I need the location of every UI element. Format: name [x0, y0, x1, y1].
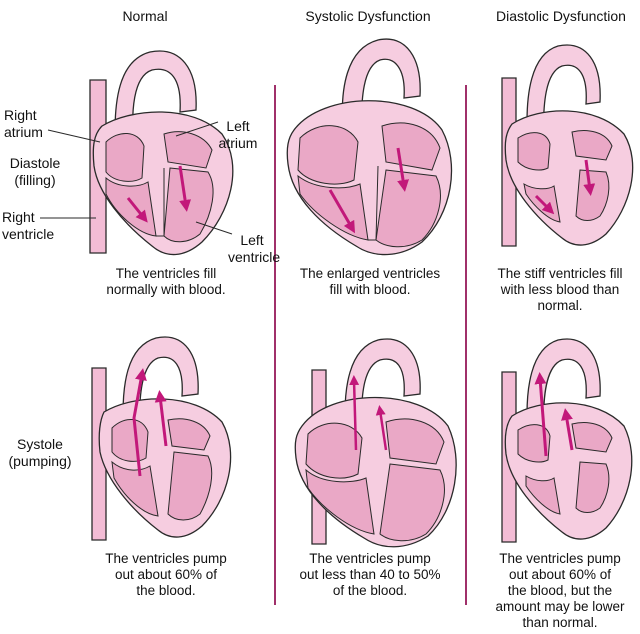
heart-systolic-systole: [294, 338, 457, 548]
caption-systolic-pump: The ventricles pump out less than 40 to …: [299, 551, 441, 598]
column-title-diastolic: Diastolic Dysfunction: [496, 8, 626, 24]
column-title-systolic: Systolic Dysfunction: [305, 8, 431, 24]
column-divider-2: [465, 85, 467, 605]
heart-normal-systole: [91, 336, 232, 541]
caption-normal-fill: The ventricles fill normally with blood.: [106, 266, 226, 297]
heart-diastolic-systole: [501, 338, 633, 543]
caption-normal-pump: The ventricles pump out about 60% of the…: [105, 551, 227, 598]
label-left-atrium: Left atrium: [218, 118, 258, 151]
caption-diastolic-pump: The ventricles pump out about 60% of the…: [495, 551, 625, 630]
heart-diastolic-diastole: [501, 44, 634, 247]
column-title-normal: Normal: [122, 8, 168, 24]
label-right-ventricle: Right ventricle: [2, 209, 55, 242]
label-right-atrium: Right atrium: [4, 107, 43, 140]
caption-diastolic-fill: The stiff ventricles fill with less bloo…: [497, 266, 623, 313]
row-label-systole: Systole (pumping): [8, 436, 72, 469]
label-left-ventricle: Left ventricle: [228, 232, 281, 265]
column-divider-1: [274, 85, 276, 605]
caption-systolic-fill: The enlarged ventricles fill with blood.: [299, 266, 441, 297]
row-label-diastole: Diastole (filling): [9, 155, 61, 188]
heart-systolic-diastole: [286, 38, 453, 256]
